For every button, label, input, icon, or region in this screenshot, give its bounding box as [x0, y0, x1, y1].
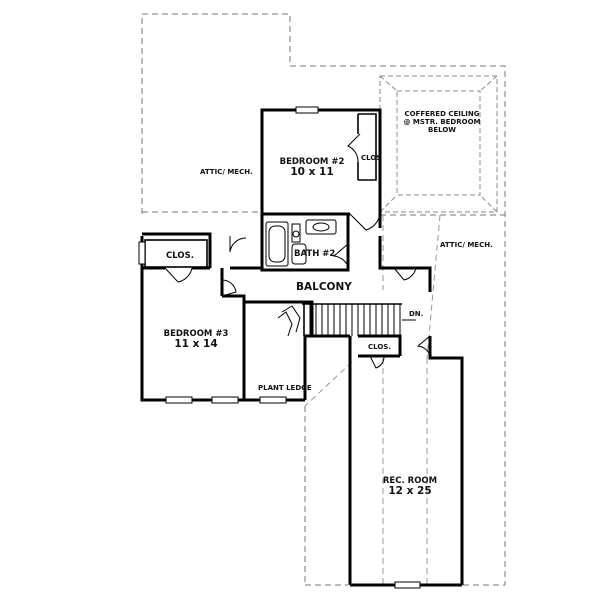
staircase [277, 304, 416, 337]
bath-fixtures [265, 219, 337, 267]
coffered-line-3: BELOW [428, 126, 456, 134]
windows [138, 106, 421, 589]
bedroom2-size: 10 x 11 [290, 166, 333, 178]
rec-room-size: 12 x 25 [388, 485, 431, 497]
rec-room-guides [304, 214, 441, 585]
closet-b2-label: CLOS [361, 154, 381, 162]
closet-b3-label: CLOS. [166, 251, 194, 261]
bedroom2-name: BEDROOM #2 [280, 157, 345, 167]
coffered-line-2: @ MSTR. BEDROOM [403, 118, 480, 126]
walls [140, 108, 464, 587]
balcony-label: BALCONY [296, 281, 352, 293]
attic-outline-left [141, 13, 506, 586]
bath2-label: BATH #2 [294, 249, 335, 259]
plant-ledge-label: PLANT LEDGE [258, 384, 312, 392]
coffered-ceiling [379, 75, 498, 213]
attic-right-label: ATTIC/ MECH. [440, 241, 493, 249]
rec-room-name: REC. ROOM [383, 476, 437, 486]
bedroom3-name: BEDROOM #3 [164, 329, 229, 339]
door-swings [164, 133, 431, 369]
closet-rec-label: CLOS. [368, 343, 391, 351]
attic-left-label: ATTIC/ MECH. [200, 168, 253, 176]
bedroom3-size: 11 x 14 [174, 338, 217, 350]
coffered-line-1: COFFERED CEILING [404, 110, 479, 118]
stairs-dn-label: DN. [409, 310, 423, 318]
